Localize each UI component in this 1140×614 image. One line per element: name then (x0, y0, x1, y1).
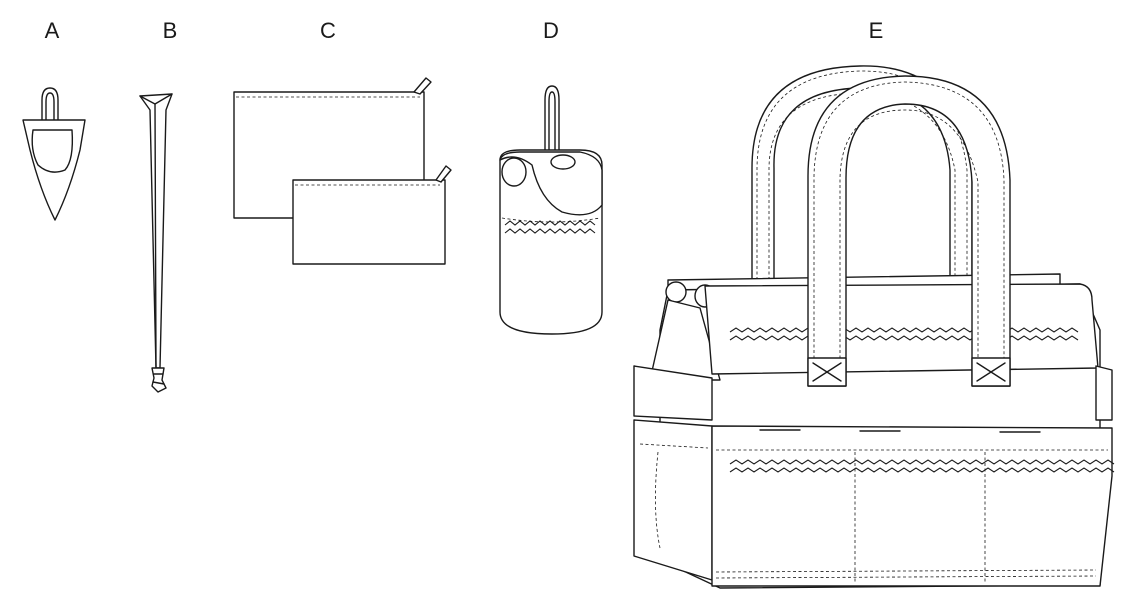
view-label-a: A (44, 18, 60, 43)
bottle-holder-icon (499, 85, 603, 335)
view-label-d: D (543, 18, 559, 43)
view-label-b: B (162, 18, 178, 43)
strap-tie-icon (139, 93, 173, 393)
view-label-e: E (868, 18, 884, 43)
zipper-pouches-icon (233, 77, 452, 265)
tote-bag-icon (633, 65, 1115, 589)
view-label-c: C (320, 18, 336, 43)
hanging-pouch-icon (22, 87, 86, 221)
